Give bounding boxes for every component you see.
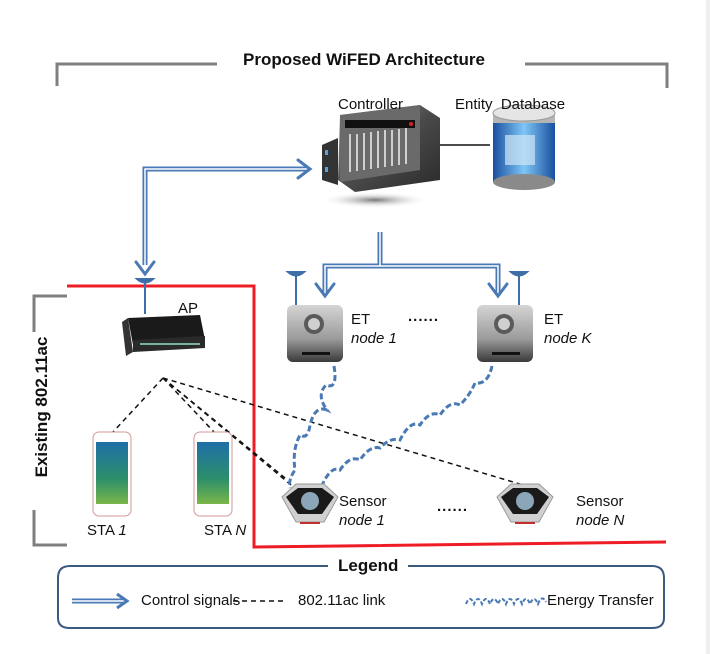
existing-bracket xyxy=(32,294,67,547)
et-node-1-device xyxy=(287,305,343,362)
et-node-k-label-line2: node K xyxy=(544,330,592,347)
server-rack-icon xyxy=(320,105,440,208)
sensor-node-1-label-line1: Sensor xyxy=(339,493,387,510)
database-cylinder-icon xyxy=(492,104,556,190)
existing-network-label: Existing 802.11ac xyxy=(32,336,51,478)
energy-transfer-links xyxy=(288,365,494,491)
sensor-node-n-label-line2: node N xyxy=(576,512,625,529)
database-label: Entity Database xyxy=(455,96,566,113)
router-icon xyxy=(122,315,205,356)
sta-1-label: STA 1 xyxy=(87,522,127,539)
legend-energy-label: Energy Transfer xyxy=(547,592,654,609)
control-signal-lines xyxy=(142,166,501,293)
wifi-links xyxy=(112,377,531,491)
legend-wifi-label: 802.11ac link xyxy=(298,592,386,609)
sta-1-prefix: STA xyxy=(87,522,119,539)
legend-title: Legend xyxy=(338,556,399,575)
page-edge xyxy=(706,0,710,654)
sensor-node-1-label-line2: node 1 xyxy=(339,512,385,529)
legend-energy-sample xyxy=(465,597,547,607)
sensor-node-n-device xyxy=(496,483,554,524)
et-node-1-label-line2: node 1 xyxy=(351,330,397,347)
legend-control-label: Control signals xyxy=(141,592,241,609)
sta-1-phone xyxy=(92,431,132,517)
sta-n-label: STA N xyxy=(204,522,246,539)
sensor-node-1-device xyxy=(281,483,339,524)
sta-n-index: N xyxy=(235,522,247,539)
sta-n-phone xyxy=(193,431,233,517)
diagram-title: Proposed WiFED Architecture xyxy=(243,50,485,69)
et-ellipsis: ...... xyxy=(408,308,440,325)
existing-network-boundary xyxy=(67,284,667,549)
et-node-1-label-line1: ET xyxy=(351,311,371,328)
architecture-bracket xyxy=(55,62,669,88)
sta-n-prefix: STA xyxy=(204,522,236,539)
sta-1-index: 1 xyxy=(118,522,127,539)
controller-label: Controller xyxy=(338,96,404,113)
legend-box xyxy=(57,565,665,629)
et-node-k-device xyxy=(477,305,533,362)
control-arrowheads xyxy=(134,158,509,299)
sensor-node-n-label-line1: Sensor xyxy=(576,493,624,510)
sensor-ellipsis: ...... xyxy=(437,498,469,515)
legend-control-sample xyxy=(72,592,130,610)
ap-label: AP xyxy=(178,300,199,317)
antenna-icon xyxy=(134,271,530,314)
et-node-k-label-line1: ET xyxy=(544,311,564,328)
